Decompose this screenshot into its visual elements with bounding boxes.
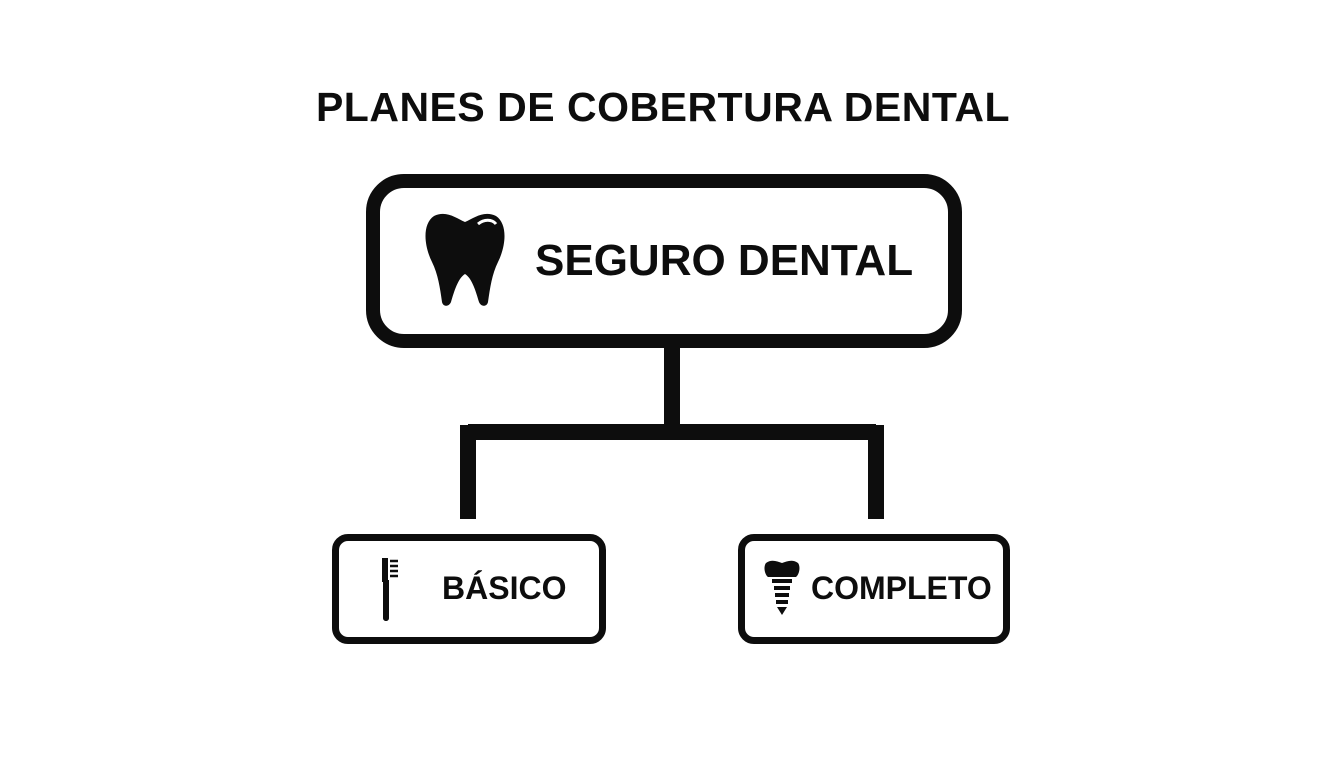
diagram-title: PLANES DE COBERTURA DENTAL xyxy=(315,84,1011,130)
basico-label: BÁSICO xyxy=(442,570,567,606)
completo-label: COMPLETO xyxy=(811,570,992,606)
seguro-dental-node xyxy=(366,174,962,348)
seguro-dental-label: SEGURO DENTAL xyxy=(535,236,914,285)
tooth-icon xyxy=(425,213,505,306)
basico-node xyxy=(332,534,606,644)
toothbrush-icon xyxy=(382,558,398,621)
dental-implant-icon xyxy=(764,560,800,615)
